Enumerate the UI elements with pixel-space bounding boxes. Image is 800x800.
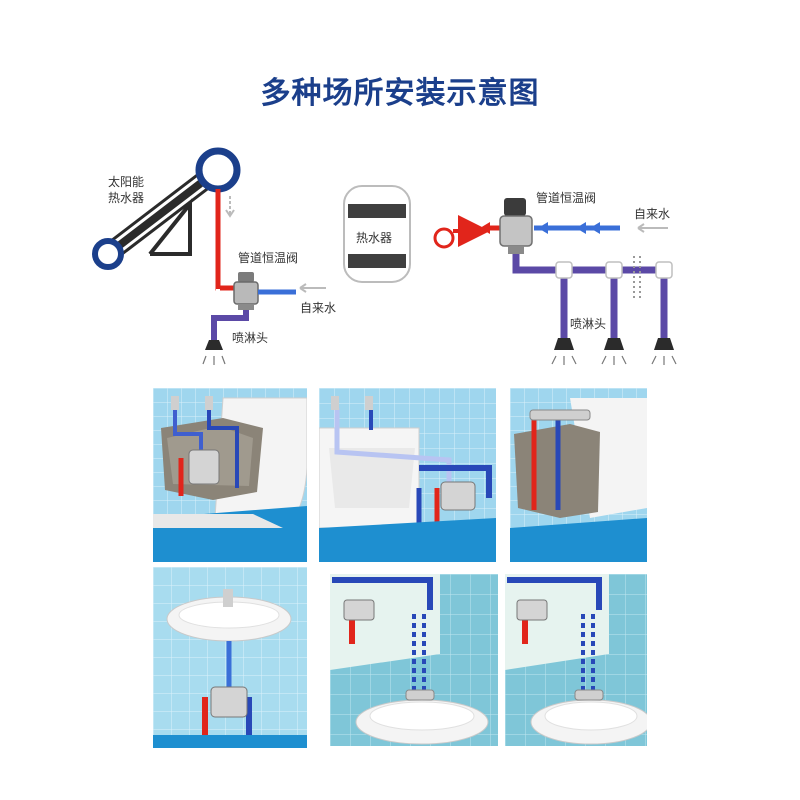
heater-valve-label: 管道恒温阀 xyxy=(536,190,596,205)
solar-valve-label: 管道恒温阀 xyxy=(238,250,298,265)
cold-inflow-arrow xyxy=(299,283,326,293)
solar-diagram: 太阳能 热水器 管道恒温阀 自来水 喷淋头 xyxy=(92,147,336,365)
mixed-manifold xyxy=(512,254,668,338)
heater-cold-label: 自来水 xyxy=(634,207,670,221)
thermostatic-valve-icon xyxy=(499,198,533,254)
heater-diagram: 热水器 管道恒温阀 自来水 xyxy=(343,185,677,365)
page-title: 多种场所安装示意图 xyxy=(260,76,540,111)
hot-pipe xyxy=(215,189,240,291)
shower-head-icon xyxy=(205,340,223,350)
mixed-pipe xyxy=(211,310,249,340)
solar-shower-label: 喷淋头 xyxy=(232,331,268,345)
photo-basin-1 xyxy=(153,567,307,748)
heater-shower-label: 喷淋头 xyxy=(570,317,606,331)
photo-wall-heater xyxy=(510,388,647,562)
photo-bathtub-1 xyxy=(153,388,307,562)
water-heater-tank-icon xyxy=(343,185,411,283)
photo-basin-3 xyxy=(505,574,647,746)
tank-label: 热水器 xyxy=(356,231,392,245)
thermostatic-valve-icon xyxy=(233,272,259,310)
photo-basin-2 xyxy=(330,574,498,746)
shower-head-icon xyxy=(554,338,674,350)
installation-diagrams: 太阳能 热水器 管道恒温阀 自来水 喷淋头 xyxy=(92,147,677,365)
solar-label-2: 热水器 xyxy=(108,191,144,205)
solar-collector xyxy=(92,147,241,270)
photo-bathtub-2 xyxy=(319,388,496,562)
solar-cold-label: 自来水 xyxy=(300,301,336,315)
solar-label-1: 太阳能 xyxy=(108,174,144,189)
cold-inflow-arrow xyxy=(637,223,668,233)
